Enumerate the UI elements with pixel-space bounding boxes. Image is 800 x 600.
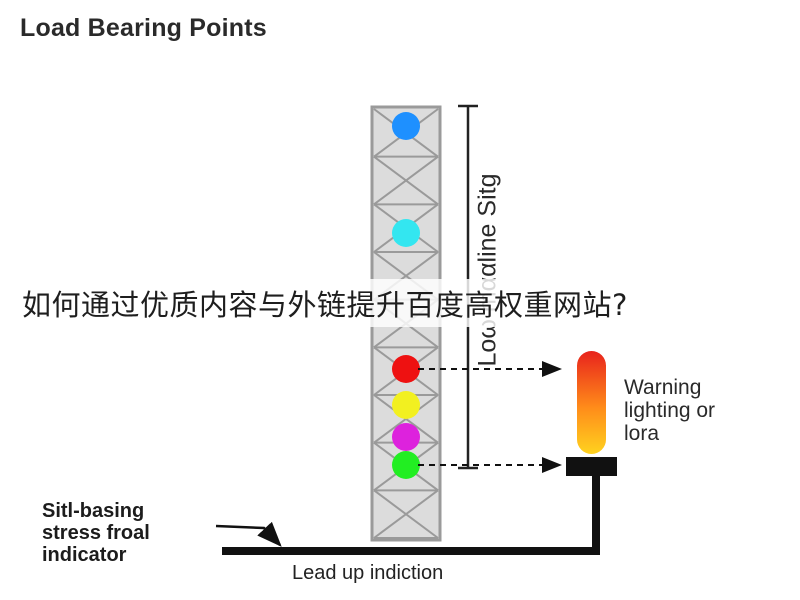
warning-label-line: lora [624, 422, 660, 445]
warning-light-tube [577, 351, 606, 454]
diagram-title: Load Bearing Points [20, 14, 267, 42]
stress-indicator-pointer [215, 521, 282, 547]
stress-indicator-label: Sitl-basing stress froal indicator [42, 500, 150, 566]
stress-label-line: Sitl-basing [42, 500, 145, 522]
stress-label-line: stress froal [42, 522, 150, 544]
overlay-banner-text: 如何通过优质内容与外链提升百度高权重网站? [22, 288, 628, 322]
lead-line [222, 474, 600, 555]
tower-height-label: Loω mααline Sitg [473, 173, 502, 367]
indicator-light-blue [392, 112, 420, 140]
indicator-light-green [392, 451, 420, 479]
warning-label-line: Warning [624, 376, 702, 399]
overlay-banner [0, 279, 800, 327]
warning-label-line: lighting or [624, 399, 716, 422]
indicator-light-magenta [392, 423, 420, 451]
tower-brace [373, 155, 439, 206]
indicator-light-cyan [392, 219, 420, 247]
tower-brace [373, 489, 439, 539]
lead-line-label: Lead up indiction [292, 562, 444, 584]
indicator-light-red [392, 355, 420, 383]
warning-light-base [566, 457, 617, 476]
indicator-light-yellow [392, 391, 420, 419]
stress-label-line: indicator [42, 544, 127, 566]
warning-light-label: Warning lighting or lora [624, 376, 715, 445]
tower-indicator-lights [392, 112, 420, 479]
